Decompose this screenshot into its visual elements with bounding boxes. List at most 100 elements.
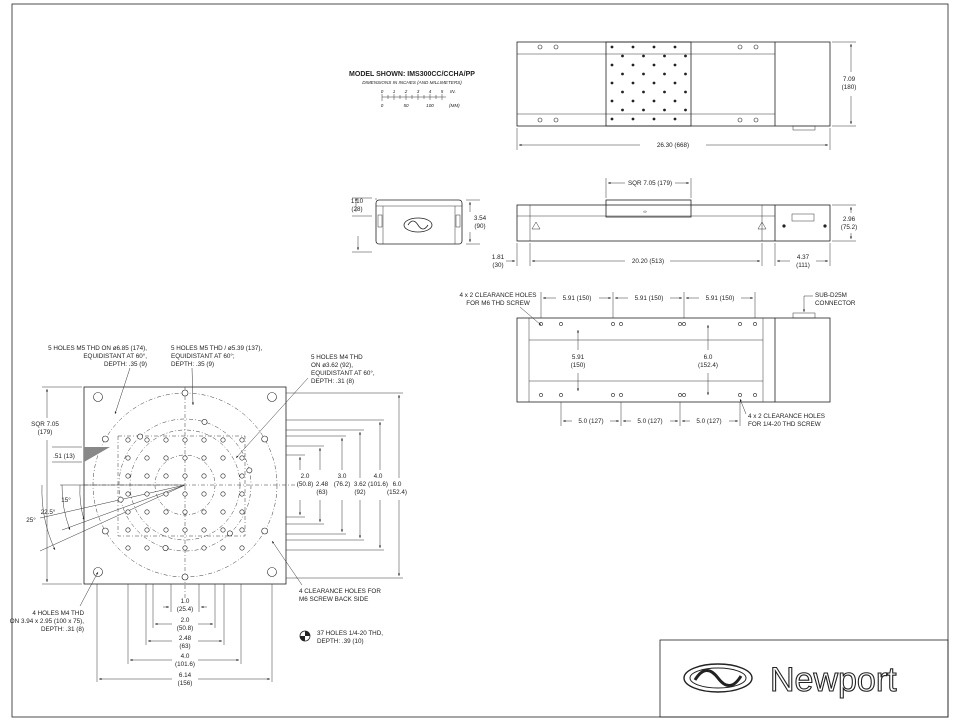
scale-mm-unit: (MM): [449, 103, 460, 108]
base-outer-dim-mm: (152.4): [698, 362, 718, 369]
scale-mm-100: 100: [426, 103, 434, 108]
carriage-m5-hole-inner: [246, 467, 253, 474]
base-view: 4 x 2 CLEARANCE HOLES FOR M6 THD SCREW 5…: [460, 292, 856, 428]
carriage-thread-hole: [201, 509, 207, 515]
side-carriage: [605, 199, 692, 218]
top-carriage-hole: [652, 63, 656, 67]
carriage-m5-hole-outer: [181, 573, 189, 581]
carriage-thread-hole: [163, 455, 169, 461]
carriage-corner-hole: [267, 392, 277, 402]
note-m5-137-2: EQUIDISTANT AT 60°;: [171, 352, 235, 360]
side-height-dim-in: 2.96: [843, 216, 856, 223]
carriage-thread-hole: [125, 491, 131, 497]
bottom-dim-5-mm: (156): [178, 680, 193, 687]
base-outer-dim-in: 6.0: [704, 354, 713, 361]
base-hole-top: [738, 322, 742, 326]
carriage-thread-hole: [144, 473, 150, 479]
base-quarter20-note-2: FOR 1/4-20 THD SCREW: [748, 421, 821, 428]
top-carriage-hole: [652, 81, 656, 85]
angle-25: 25°: [26, 516, 36, 524]
top-carriage-hole: [673, 45, 677, 49]
carriage-thread-hole: [163, 491, 169, 497]
carriage-m5-hole-inner: [162, 545, 169, 551]
bottom-dim-3-in: 2.48: [179, 635, 192, 642]
top-carriage-hole: [684, 90, 687, 94]
base-hole-bottom: [539, 393, 543, 397]
scale-mm-50: 50: [403, 103, 409, 108]
carriage-thread-hole: [220, 509, 226, 515]
angle-15: 15°: [61, 496, 71, 504]
carriage-corner-hole: [93, 392, 103, 402]
base-hole-bottom: [682, 393, 686, 397]
top-carriage-hole: [663, 54, 666, 58]
carriage-corner-hole: [267, 567, 277, 577]
right-dim-3-mm: (76.2): [334, 481, 350, 488]
model-label: MODEL SHOWN: IMS300CC/CCHA/PP: [349, 71, 475, 78]
top-carriage-hole: [610, 117, 614, 121]
bottom-dim-3-mm: (63): [179, 643, 190, 650]
carriage-thread-hole: [125, 455, 131, 461]
scale-in-2: 2: [404, 89, 408, 94]
scale-in-5: 5: [441, 89, 444, 94]
note-m5-137-1: 5 HOLES M5 THD / ø5.39 (137),: [171, 345, 262, 352]
right-dim-2-in: 2.48: [316, 481, 329, 488]
top-carriage-hole: [652, 117, 656, 121]
right-dim-2-mm: (63): [316, 489, 327, 496]
carriage-thread-hole: [220, 455, 226, 461]
carriage-thread-hole: [220, 545, 226, 551]
top-carriage-hole: [610, 45, 614, 49]
scale-in-unit: IN.: [450, 89, 456, 94]
base-hole-bottom: [678, 393, 682, 397]
end-dim-b-in: 3.54: [474, 215, 487, 222]
right-dim-6-in: 6.0: [393, 481, 402, 488]
top-carriage-hole: [673, 63, 677, 67]
top-carriage-hole: [621, 90, 624, 94]
carriage-thread-hole: [201, 455, 207, 461]
top-carriage-hole: [684, 108, 687, 112]
note-m4-92-3: EQUIDISTANT AT 60°,: [311, 369, 375, 377]
note-m5-137-3: DEPTH: .35 (9): [171, 361, 214, 368]
base-inner-dim-mm: (150): [571, 362, 586, 369]
base-hole-bottom: [738, 393, 742, 397]
carriage-m5-hole-outer: [102, 435, 109, 443]
base-hole-top: [678, 322, 682, 326]
end-view: 1.10 (28) 3.54 (90): [351, 197, 487, 253]
top-carriage-hole: [663, 108, 666, 112]
top-view: 7.09 (180) 26.30 (668): [516, 41, 857, 150]
right-dim-1-in: 2.0: [301, 473, 310, 480]
carriage-thread-hole: [239, 527, 245, 533]
carriage-thread-hole: [125, 473, 131, 479]
top-carriage-hole: [631, 63, 635, 67]
top-height-dim-mm: (180): [842, 84, 857, 91]
top-carriage-hole: [631, 99, 635, 103]
bottom-dim-2-mm: (50.8): [177, 625, 193, 632]
top-carriage-hole: [631, 117, 635, 121]
base-hole-top: [753, 322, 757, 326]
right-dim-4-in: 3.62: [354, 481, 367, 488]
carriage-thread-hole: [144, 545, 150, 551]
side-connector-dim-in: 4.37: [797, 254, 810, 261]
legend-line-1: 37 HOLES 1/4-20 THD,: [317, 630, 383, 637]
top-carriage-hole: [642, 108, 645, 112]
base-hole-bottom: [619, 393, 623, 397]
base-inner-dim-in: 5.91: [572, 354, 585, 361]
scale-in-0: 0: [381, 89, 384, 94]
top-carriage-hole: [684, 54, 687, 58]
carriage-thread-hole: [144, 509, 150, 515]
base-hole-top: [559, 322, 563, 326]
top-carriage-hole: [673, 81, 677, 85]
units-note: DIMENSIONS IN INCHES (AND MILLIMETERS): [362, 80, 462, 85]
base-hole-bottom: [559, 393, 563, 397]
note-m4-bottom-1: 4 HOLES M4 THD: [32, 610, 84, 617]
carriage-thread-hole: [182, 545, 188, 551]
end-dim-a-mm: (28): [351, 206, 362, 213]
carriage-thread-hole: [144, 491, 150, 497]
sheet-border: [11, 3, 949, 718]
top-carriage-hole: [652, 99, 656, 103]
note-m4-92-4: DEPTH: .31 (8): [311, 378, 354, 385]
carriage-thread-hole: [201, 491, 207, 497]
carriage-thread-hole: [163, 527, 169, 533]
note-m4-92-2: ON ø3.62 (92),: [311, 362, 353, 369]
note-m5-174-3: DEPTH: .35 (9): [104, 361, 147, 368]
end-dim-c-mm: (30): [492, 262, 503, 269]
